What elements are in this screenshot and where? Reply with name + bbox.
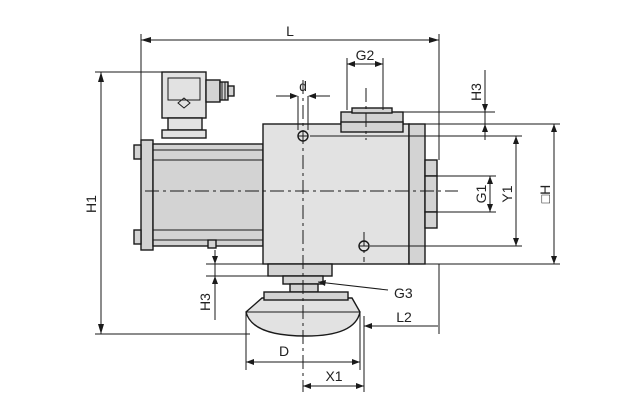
dimension-Y1: Y1 — [310, 135, 522, 247]
label-H1: H1 — [83, 195, 99, 213]
label-Y1: Y1 — [499, 185, 515, 202]
actuator-body — [133, 139, 264, 251]
label-L2: L2 — [396, 309, 412, 325]
dimension-G2: G2 — [346, 47, 384, 110]
label-H3-bottom: H3 — [197, 293, 213, 311]
dimension-d: d — [276, 78, 330, 130]
label-d: d — [299, 78, 307, 94]
center-lines — [145, 80, 458, 392]
dimension-G1: G1 — [437, 175, 496, 213]
dimension-H: □H — [425, 123, 560, 265]
label-G2: G2 — [356, 47, 375, 63]
label-H: □H — [537, 185, 553, 204]
label-X1: X1 — [325, 368, 342, 384]
label-G1: G1 — [473, 184, 489, 203]
valve-housing — [262, 107, 438, 265]
dimension-X1: X1 — [303, 368, 364, 389]
label-G3: G3 — [394, 285, 413, 301]
electrical-connector — [161, 71, 235, 139]
label-D: D — [279, 343, 289, 359]
label-L: L — [286, 23, 294, 39]
dimension-D: D — [245, 312, 361, 370]
dimension-L: L — [140, 23, 440, 160]
callout-G3: G3 — [317, 280, 413, 301]
bottom-port — [267, 263, 333, 293]
dimension-H1: H1 — [83, 71, 250, 335]
dimension-L2: L2 — [363, 264, 440, 392]
label-H3-top: H3 — [468, 83, 484, 101]
dimension-H3-bottom: H3 — [197, 250, 284, 320]
